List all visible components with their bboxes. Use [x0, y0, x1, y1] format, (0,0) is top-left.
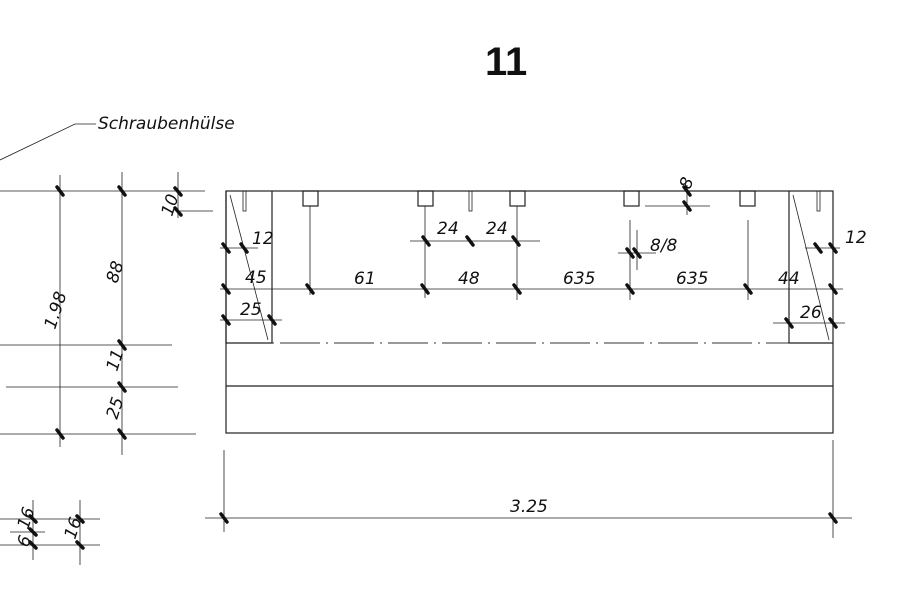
dim-row-1: 45 [245, 268, 267, 288]
dim-total-height: 1.98 [41, 289, 72, 331]
callout-label: Schraubenhülse [98, 114, 235, 134]
dim-slot-a: 24 [437, 219, 459, 239]
front-view [205, 185, 852, 538]
dim-left-base: 25 [240, 300, 262, 320]
side-view-dimensions [0, 172, 213, 455]
dim-left-top: 12 [252, 229, 274, 249]
dim-lower: 25 [103, 395, 129, 422]
dim-right-top: 12 [845, 228, 867, 248]
dim-overall-width: 3.25 [510, 497, 548, 517]
small-detail [0, 500, 100, 565]
dim-middle: 11 [103, 347, 129, 374]
callout-leader [0, 123, 96, 161]
detail-a: 16 [14, 505, 40, 532]
dim-top-gap: 8 [676, 175, 699, 192]
dim-upper: 88 [103, 259, 129, 286]
dim-row-6: 44 [778, 269, 800, 289]
sheet-number: 11 [485, 40, 527, 84]
dim-slot-b: 24 [486, 219, 508, 239]
dim-row-2: 61 [354, 269, 376, 289]
dim-row-4: 635 [563, 269, 595, 289]
dim-pair-gap: 8/8 [650, 236, 678, 256]
dim-row-5: 635 [676, 269, 708, 289]
dim-right-base: 26 [800, 303, 822, 323]
dim-row-3: 48 [458, 269, 480, 289]
